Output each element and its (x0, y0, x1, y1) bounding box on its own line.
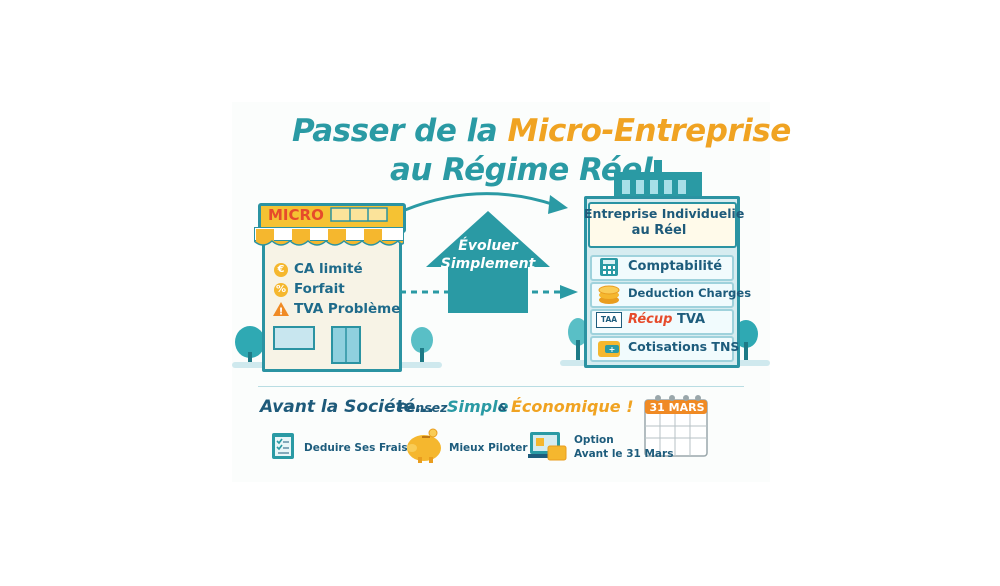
arrow-label-2: Simplement (440, 256, 536, 272)
tree-icon (734, 320, 758, 362)
feature-tva-probleme: TVA Problème (294, 301, 401, 317)
bottom-pensez: Pensez (398, 400, 448, 415)
awning-icon (254, 227, 404, 246)
up-arrow-icon (426, 211, 550, 313)
bottom-economique: Économique ! (511, 397, 634, 416)
recup-text: Récup (628, 312, 673, 327)
calculator-icon (600, 258, 618, 276)
building-item-label: Récup TVA (628, 312, 705, 327)
tree-icon (235, 326, 265, 366)
title-line-2-prefix: au (390, 152, 443, 188)
arrow-label-1: Évoluer (458, 238, 518, 254)
building-header (588, 202, 737, 248)
sign-window-icon (330, 207, 388, 222)
bottom-item-deduire: Deduire Ses Frais (304, 442, 408, 454)
bottom-simple: Simple (447, 397, 509, 416)
building-title-line-2: au Réel (631, 223, 687, 238)
checklist-icon (272, 433, 294, 459)
bottom-item-option-line-2: Avant le 31 Mars (574, 448, 674, 460)
bottom-lead: Avant la Société... (260, 397, 435, 417)
building-item-label: Comptabilité (628, 259, 723, 274)
tva-tag-icon: TAA (596, 312, 622, 328)
bottom-item-piloter: Mieux Piloter (449, 442, 528, 454)
wallet-icon: + (598, 341, 620, 357)
bottom-amp: & (498, 401, 508, 414)
tva-text: TVA (672, 312, 706, 327)
title-line-1: Passer de la Micro-Entreprise (292, 113, 791, 149)
building-item-label: Deduction Charges (628, 286, 752, 300)
shop-sign-text: MICRO (268, 206, 324, 224)
laptop-icon (528, 432, 567, 461)
curved-arrow-icon (404, 192, 568, 214)
building-top-icon (614, 160, 702, 200)
svg-text:!: ! (279, 307, 284, 317)
building-title-line-1: Entreprise Individuelie (584, 206, 745, 221)
shop-windows-icon (273, 326, 361, 364)
feature-forfait: Forfait (294, 281, 345, 297)
coins-icon (598, 285, 620, 304)
title-line-1-highlight: Micro-Entreprise (507, 113, 792, 149)
percent-icon: % (274, 283, 288, 297)
feature-ca-limite: CA limité (294, 261, 363, 277)
tree-icon (568, 318, 588, 360)
divider (258, 386, 744, 387)
svg-text:+: + (609, 345, 616, 354)
calendar-icon (644, 395, 708, 457)
title-line-1-prefix: Passer de la (292, 113, 508, 149)
tree-icon (411, 327, 433, 364)
piggy-bank-icon (407, 428, 441, 463)
euro-icon: € (274, 263, 288, 277)
calendar-date: 31 MARS (649, 401, 705, 414)
building-item-label: Cotisations TNS (628, 339, 740, 354)
warning-icon: ! (273, 302, 289, 316)
bottom-item-option-line-1: Option (574, 434, 614, 446)
